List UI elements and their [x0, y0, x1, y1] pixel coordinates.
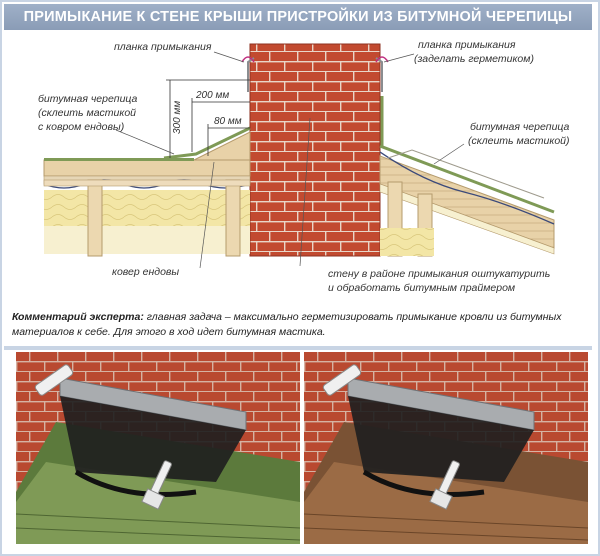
label-cherepica-right-note: (склеить мастикой): [468, 135, 570, 147]
photo-green-shingles: [16, 352, 300, 544]
roof-wall-junction-diagram: планка примыкания планка примыкания (зад…: [4, 32, 594, 302]
photo-brown-svg: [304, 352, 588, 544]
brush-icon: [141, 460, 172, 510]
right-roof-structure: [375, 56, 555, 257]
expert-comment-heading: Комментарий эксперта:: [12, 311, 144, 323]
expert-comment-text: главная задача – максимально герметизиро…: [12, 311, 562, 338]
label-cherepica-left-note2: с ковром ендовы): [38, 121, 124, 133]
left-roof-structure: [43, 56, 255, 257]
diagram-svg: планка примыкания планка примыкания (зад…: [38, 39, 570, 294]
dim-300: 300 мм: [172, 101, 183, 134]
sealant-gun-icon: [322, 364, 362, 396]
divider: [4, 346, 592, 350]
leader-lines: [115, 51, 465, 269]
label-stena-1: стену в районе примыкания оштукатурить: [328, 268, 550, 280]
photo-green-svg: [16, 352, 300, 544]
label-planka-right: планка примыкания: [418, 39, 516, 51]
label-cherepica-left-note1: (склеить мастикой: [38, 107, 136, 119]
label-stena-2: и обработать битумным праймером: [328, 282, 515, 294]
label-cherepica-left: битумная черепица: [38, 93, 138, 105]
brick-wall: [249, 43, 381, 257]
expert-comment: Комментарий эксперта: главная задача – м…: [12, 310, 588, 340]
dim-200: 200 мм: [195, 90, 229, 101]
dim-80: 80 мм: [214, 116, 242, 127]
sealant-gun-icon: [34, 364, 74, 396]
brush-icon: [429, 460, 460, 510]
dimension-lines: [166, 79, 250, 158]
label-kover-endovy: ковер ендовы: [112, 266, 179, 278]
label-cherepica-right: битумная черепица: [470, 121, 570, 133]
page-title: ПРИМЫКАНИЕ К СТЕНЕ КРЫШИ ПРИСТРОЙКИ ИЗ Б…: [4, 4, 592, 30]
label-planka-right-note: (заделать герметиком): [414, 53, 534, 65]
photo-brown-shingles: [304, 352, 588, 544]
label-planka-left: планка примыкания: [114, 41, 212, 53]
